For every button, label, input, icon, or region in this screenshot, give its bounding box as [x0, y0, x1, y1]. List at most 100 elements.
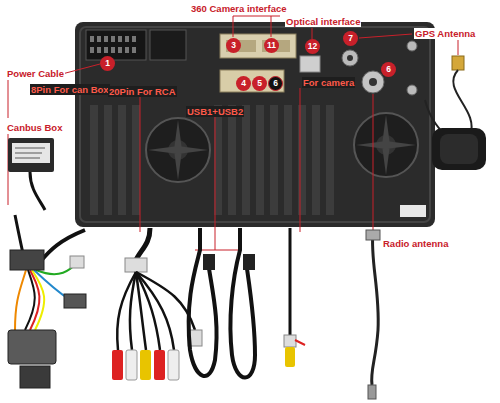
canbus-box — [8, 138, 54, 210]
illustration-part — [256, 105, 264, 215]
illustration-part — [118, 36, 122, 42]
illustration-part — [372, 232, 379, 385]
illustration-part — [10, 250, 44, 270]
illustration-part — [111, 47, 115, 53]
illustration-part — [118, 47, 122, 53]
callout-number: 11 — [264, 38, 279, 53]
illustration-part — [104, 36, 108, 42]
illustration-part — [242, 105, 250, 215]
illustration-part — [118, 105, 126, 215]
illustration-part — [300, 88, 301, 232]
callout-number: 3 — [226, 38, 241, 53]
illustration-part — [342, 50, 358, 66]
illustration-part — [104, 47, 108, 53]
illustration-part — [125, 47, 129, 53]
illustration-part — [132, 36, 136, 42]
illustration-part — [104, 105, 112, 215]
illustration-part — [30, 172, 45, 210]
usb-cables — [189, 228, 255, 378]
illustration-part — [64, 294, 86, 308]
illustration-part — [90, 105, 334, 215]
illustration-part — [407, 85, 417, 95]
illustration-part — [295, 340, 305, 345]
illustration-part — [132, 105, 140, 215]
illustration-part — [125, 258, 147, 272]
callout-number: 4 — [236, 76, 251, 91]
illustration-part — [356, 115, 416, 175]
illustration-part — [452, 56, 464, 70]
callout-number: 5 — [252, 76, 267, 91]
illustration-part — [70, 256, 84, 268]
illustration-part — [15, 270, 26, 330]
illustration-part — [300, 56, 320, 72]
camera-cable — [284, 228, 305, 367]
illustration-part — [284, 335, 296, 347]
illustration-part — [203, 254, 215, 270]
illustration-part — [140, 96, 141, 232]
illustration-part — [220, 34, 296, 58]
illustration-part — [312, 105, 320, 215]
illustration-part — [168, 350, 179, 380]
radio-antenna-cable — [366, 230, 380, 399]
illustration-part — [220, 70, 284, 92]
part-label: USB1+USB2 — [186, 106, 244, 117]
illustration-part — [289, 228, 292, 335]
illustration-part — [407, 41, 417, 51]
illustration-part — [230, 228, 255, 378]
illustration-part — [400, 205, 426, 217]
part-label: Radio antenna — [382, 238, 449, 249]
part-label: For camera — [302, 77, 355, 88]
callout-number: 6 — [381, 62, 396, 77]
gps-antenna — [425, 56, 486, 170]
illustration-part — [117, 272, 136, 350]
power-harness — [15, 215, 85, 330]
illustration-part — [12, 143, 50, 163]
illustration-part — [354, 113, 418, 177]
part-label: 20Pin For RCA — [108, 86, 177, 97]
illustration-part — [97, 36, 101, 42]
illustration-part — [62, 64, 100, 74]
callout-number: 6 — [268, 76, 283, 91]
illustration-part — [312, 28, 313, 39]
head-unit — [75, 22, 435, 227]
illustration-part — [270, 105, 278, 215]
illustration-part — [111, 36, 115, 42]
illustration-part — [228, 105, 236, 215]
illustration-part — [8, 330, 56, 364]
illustration-part — [75, 22, 435, 227]
illustration-part — [130, 272, 136, 350]
illustration-part — [126, 350, 137, 380]
illustration-part — [368, 385, 376, 399]
callout-number: 7 — [343, 31, 358, 46]
illustration-part — [25, 270, 35, 330]
illustration-part — [432, 128, 486, 170]
illustration-part — [136, 272, 195, 330]
illustration-part — [90, 47, 94, 53]
illustration-part — [135, 228, 150, 262]
illustration-part — [373, 94, 374, 232]
part-label: Power Cable — [6, 68, 65, 79]
illustration-part — [90, 36, 136, 53]
part-label: GPS Antenna — [414, 28, 476, 39]
illustration-part — [148, 120, 208, 180]
leader-lines — [8, 16, 458, 250]
callout-number: 1 — [100, 56, 115, 71]
illustration-part — [347, 55, 353, 61]
illustration-part — [284, 105, 292, 215]
illustration-part — [125, 36, 129, 42]
illustration-part — [189, 228, 217, 376]
illustration-part — [285, 347, 295, 367]
illustration-part — [243, 254, 255, 270]
illustration-part — [362, 71, 384, 93]
usb-plugs — [203, 254, 255, 270]
illustration-part — [369, 78, 377, 86]
illustration-part — [233, 16, 280, 37]
illustration-part — [146, 118, 210, 182]
illustration-part — [112, 350, 123, 380]
illustration-part — [97, 47, 101, 53]
part-label: Canbus Box — [6, 122, 63, 133]
callout-number: 12 — [305, 39, 320, 54]
harness-plugs — [8, 250, 86, 388]
